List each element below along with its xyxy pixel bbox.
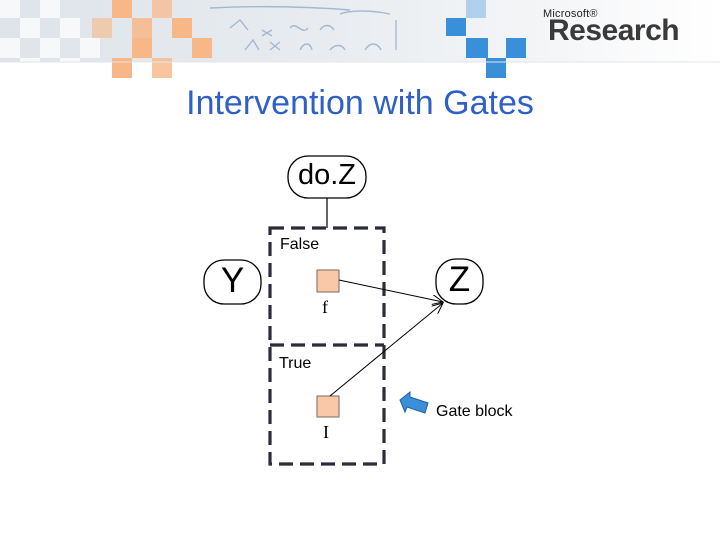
slide-title: Intervention with Gates [186,84,534,122]
node-z-label: Z [448,260,471,299]
edge-i-to-z [329,303,443,397]
factor-i-label: I [323,422,329,442]
header-banner: Microsoft® Research [0,0,720,80]
brand-logo-text: Research [548,14,680,47]
node-doz-label: do.Z [297,159,357,191]
node-y-shape [203,259,262,305]
edge-f-to-z [338,279,443,302]
callout-arrow-icon [399,390,429,414]
banner-graphic [0,0,720,78]
brand-small-text: Microsoft® [543,8,598,20]
factor-f-label: f [322,297,328,317]
gate-false-label: False [280,236,320,253]
node-z-shape [435,258,484,305]
gate-true-label: True [279,355,312,372]
node-y-label: Y [220,261,245,300]
factor-i-square [316,395,340,418]
callout-label: Gate block [436,403,513,420]
factor-f-square [316,269,340,293]
